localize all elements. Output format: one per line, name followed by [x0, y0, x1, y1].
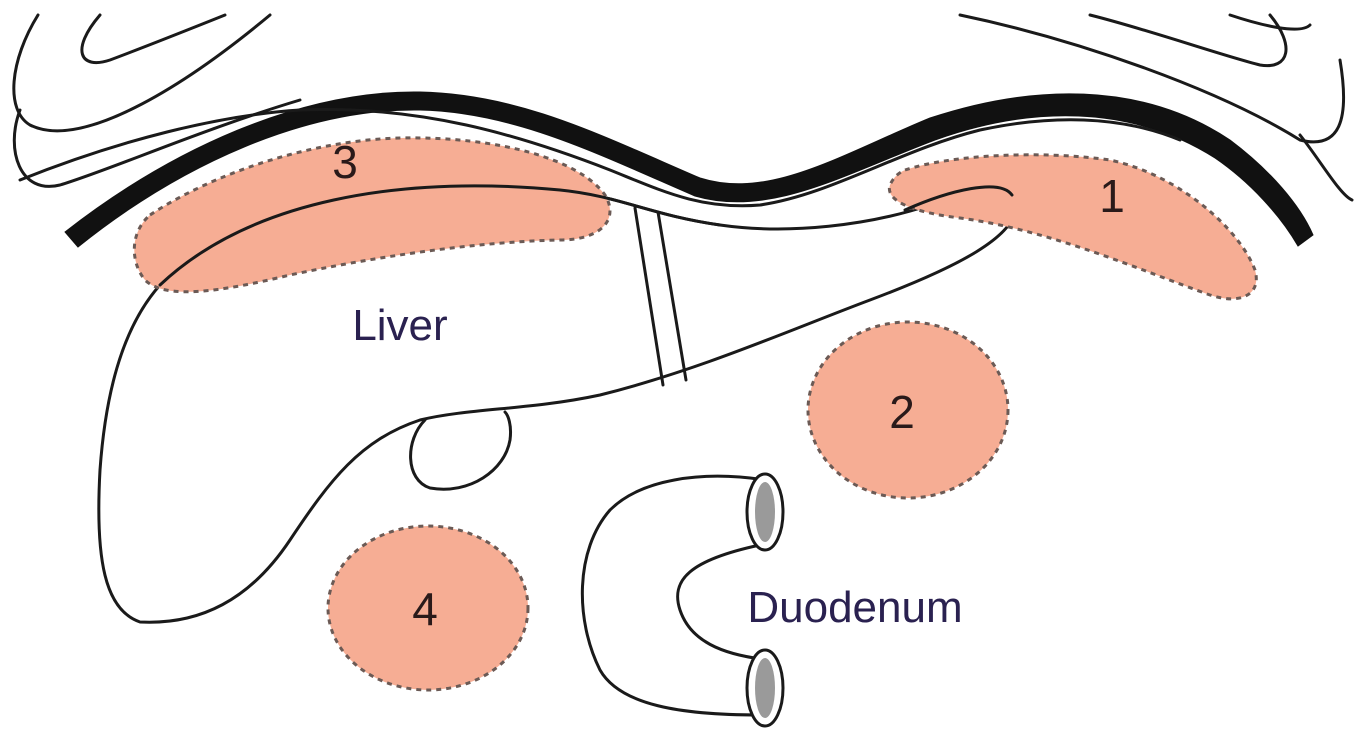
- region-2-label: 2: [889, 386, 915, 438]
- duodenum-lumen-upper: [755, 482, 775, 542]
- region-4-label: 4: [412, 583, 438, 635]
- region-3-label: 3: [332, 136, 358, 188]
- region-1-label: 1: [1099, 170, 1125, 222]
- liver-label: Liver: [352, 301, 447, 350]
- duodenum-label: Duodenum: [747, 583, 962, 632]
- left-skin-contours: [14, 15, 300, 186]
- duodenum-lumen-lower: [755, 658, 775, 718]
- gallbladder: [411, 412, 511, 489]
